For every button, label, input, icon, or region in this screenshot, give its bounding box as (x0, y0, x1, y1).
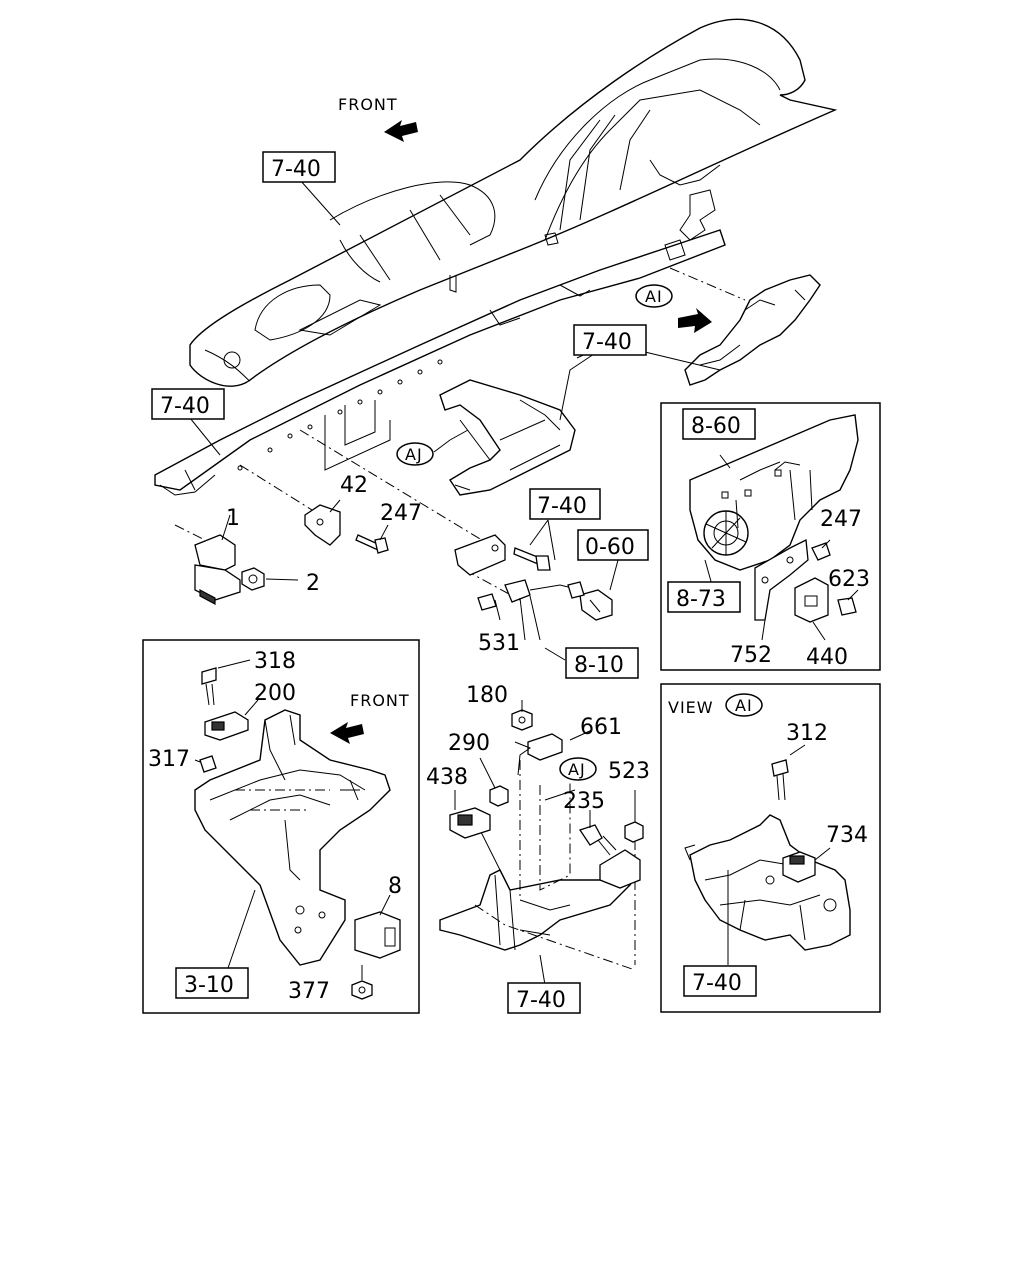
harness-connector (567, 581, 613, 621)
right-side-bracket (684, 274, 821, 386)
view-ai-title: AI (725, 693, 763, 717)
panel-left-bottom: FRONT 3-10 (142, 639, 420, 1014)
svg-text:AJ: AJ (405, 445, 423, 464)
part-number-200: 200 (254, 681, 296, 706)
ref-box-3-10: 3-10 (175, 967, 249, 999)
center-support-bracket (439, 379, 576, 496)
part-number-440: 440 (806, 645, 848, 670)
ref-box-7-40-view-ai: 7-40 (683, 965, 757, 997)
part-number-312: 312 (786, 721, 828, 746)
part-number-247-right: 247 (820, 507, 862, 532)
part-42-bracket (304, 504, 341, 546)
svg-text:8-73: 8-73 (676, 587, 726, 612)
part-number-8: 8 (388, 874, 402, 899)
part-number-623: 623 (828, 567, 870, 592)
ref-box-8-10: 8-10 (565, 647, 639, 679)
part-number-531: 531 (478, 631, 520, 656)
harness-bracket (454, 534, 551, 576)
part-number-2: 2 (306, 571, 320, 596)
ref-box-0-60: 0-60 (577, 529, 649, 561)
svg-text:3-10: 3-10 (184, 973, 234, 998)
part-number-290: 290 (448, 731, 490, 756)
part-number-318: 318 (254, 649, 296, 674)
ref-box-7-40-left: 7-40 (151, 388, 225, 420)
part-1-module (194, 514, 241, 605)
part-number-42: 42 (340, 473, 368, 498)
main-assembly: FRONT (151, 18, 838, 679)
ref-box-7-40-top: 7-40 (262, 151, 336, 183)
panel-right-top: 8-60 8-73 247 623 752 440 (660, 402, 881, 671)
part-number-734: 734 (826, 823, 868, 848)
instrument-panel (189, 18, 838, 387)
front-label-detail: FRONT (350, 691, 410, 710)
part-247-bolt (355, 524, 389, 554)
svg-text:7-40: 7-40 (537, 494, 587, 519)
panel-center-bottom: AJ 7-40 180 661 290 438 523 235 (426, 683, 650, 1014)
part-number-752: 752 (730, 643, 772, 668)
svg-text:8-10: 8-10 (574, 653, 624, 678)
ref-box-7-40-center: 7-40 (507, 982, 581, 1014)
svg-text:7-40: 7-40 (692, 971, 742, 996)
part-number-438: 438 (426, 765, 468, 790)
view-label: VIEW (668, 698, 714, 717)
part-number-317: 317 (148, 747, 190, 772)
svg-text:AI: AI (645, 287, 663, 306)
svg-text:0-60: 0-60 (585, 535, 635, 560)
front-arrow-icon (384, 120, 418, 142)
part-number-247: 247 (380, 501, 422, 526)
svg-text:7-40: 7-40 (160, 394, 210, 419)
part-2-nut (241, 567, 299, 591)
svg-text:8-60: 8-60 (691, 414, 741, 439)
ref-box-7-40-harness: 7-40 (529, 488, 601, 520)
front-arrow-detail-icon (330, 722, 364, 744)
svg-text:AI: AI (735, 696, 753, 715)
part-number-523: 523 (608, 759, 650, 784)
part-number-235: 235 (563, 789, 605, 814)
part-number-377: 377 (288, 979, 330, 1004)
cross-member (154, 229, 726, 491)
part-number-180: 180 (466, 683, 508, 708)
svg-text:7-40: 7-40 (516, 988, 566, 1013)
ref-box-8-73: 8-73 (667, 581, 741, 613)
svg-text:7-40: 7-40 (582, 330, 632, 355)
ref-box-7-40-mid: 7-40 (573, 324, 647, 356)
view-ai-arrow-icon (678, 308, 712, 333)
part-number-1: 1 (226, 506, 240, 531)
ref-box-8-60: 8-60 (682, 408, 756, 440)
part-number-661: 661 (580, 715, 622, 740)
svg-text:7-40: 7-40 (271, 157, 321, 182)
view-ai-indicator: AI (635, 284, 673, 308)
svg-text:AJ: AJ (568, 760, 586, 779)
view-aj-indicator: AJ (396, 429, 469, 466)
view-aj-label: AJ (559, 757, 597, 781)
front-label: FRONT (338, 95, 398, 114)
panel-right-bottom: VIEW AI 7-40 312 734 (660, 683, 881, 1013)
